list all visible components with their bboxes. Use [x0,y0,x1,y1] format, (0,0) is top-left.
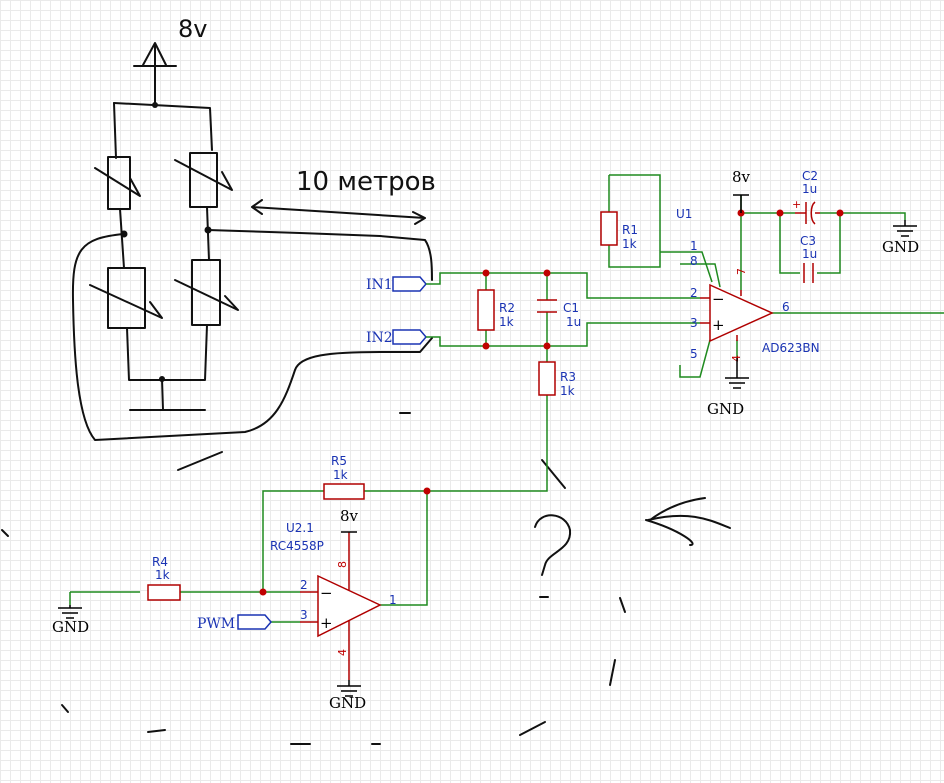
u2-pin3: 3 [300,608,308,622]
pwm-label: PWM [197,616,235,632]
ground-symbol-u2 [337,680,361,697]
ground-label-r4: GND [52,618,89,636]
r4-ref: R4 [152,555,168,569]
u2-minus: − [320,584,333,602]
r3-ref: R3 [560,370,576,384]
u1-part: AD623BN [762,341,820,355]
pwm-port[interactable] [237,614,272,630]
u1-pin7: 7 [735,268,748,275]
u1-minus: − [712,290,725,308]
ground-symbol-r4 [58,605,82,619]
r4-resistor[interactable] [147,584,181,601]
u1-ref: U1 [676,207,692,221]
in1-label: IN1 [366,277,393,293]
r2-resistor[interactable] [477,289,495,331]
ground-symbol-caps [893,220,917,237]
in1-port[interactable] [392,276,427,292]
u1-pin6: 6 [782,300,790,314]
handwritten-distance-label: 10 метров [296,167,436,197]
ground-label-caps: GND [882,238,919,256]
c3-value: 1u [802,247,817,261]
u2-op-amp[interactable] [300,532,382,680]
r2-ref: R2 [499,301,515,315]
u2-plus: + [320,614,333,632]
r2-value: 1k [499,315,514,329]
r5-value: 1k [333,468,348,482]
vcc-symbol-u1 [733,194,749,213]
ground-symbol-u1 [725,358,749,389]
u1-pin5: 5 [690,347,698,361]
u2-pin8: 8 [336,561,349,568]
r4-value: 1k [155,568,170,582]
r5-resistor[interactable] [323,483,365,500]
c2-value: 1u [802,182,817,196]
c1-ref: C1 [563,301,579,315]
c3-ref: C3 [800,234,816,248]
u1-pin8: 8 [690,254,698,268]
handwritten-bridge-sketch [1,42,731,745]
r1-ref: R1 [622,223,638,237]
c2-ref: C2 [802,169,818,183]
vcc-label-u2: 8v [340,507,359,525]
c2-capacitor[interactable] [795,201,820,225]
handwritten-supply-label: 8v [178,15,207,43]
r1-value: 1k [622,237,637,251]
u1-pin1: 1 [690,239,698,253]
c2-plus: + [792,198,801,211]
u2-pin2: 2 [300,578,308,592]
u1-pin3: 3 [690,316,698,330]
u1-pin2: 2 [690,286,698,300]
vcc-label-u1: 8v [732,168,751,186]
u2-pin4: 4 [336,649,349,656]
ground-label-u2: GND [329,694,366,712]
u1-plus: + [712,316,725,334]
r5-ref: R5 [331,454,347,468]
u2-pin1: 1 [389,593,397,607]
u2-ref: U2.1 [286,521,314,535]
r1-resistor[interactable] [600,211,618,246]
c3-capacitor[interactable] [803,263,814,283]
r3-resistor[interactable] [538,361,556,396]
c1-capacitor[interactable] [537,299,557,313]
u2-part: RC4558P [270,539,324,553]
in2-port[interactable] [392,329,427,345]
r3-value: 1k [560,384,575,398]
c1-value: 1u [566,315,581,329]
ground-label-u1: GND [707,400,744,418]
junctions [259,209,844,596]
u1-instrumentation-amp[interactable] [700,283,774,343]
in2-label: IN2 [366,330,393,346]
